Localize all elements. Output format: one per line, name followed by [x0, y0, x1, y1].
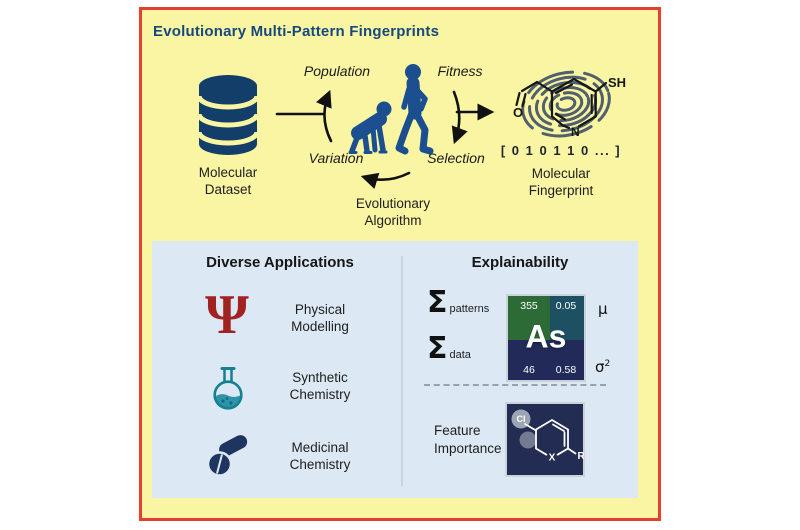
physical-line1: Physical: [294, 302, 346, 317]
cycle-caption-line1: Evolutionary: [355, 196, 431, 211]
feature-line2: Importance: [434, 440, 502, 456]
feature-molecule-icon: Cl X R: [511, 409, 586, 464]
mu-label: μ: [598, 300, 608, 318]
element-card-teal-quadrant: [550, 296, 584, 340]
feature-line1: Feature: [434, 423, 481, 438]
explainability-header: Explainability: [471, 254, 569, 271]
application-label-physical: Physical Modelling: [255, 302, 385, 335]
sigma-squared-label: σ2: [595, 358, 610, 376]
dashed-separator: [424, 384, 606, 386]
cycle-arrows: [275, 89, 495, 190]
figure-title: Evolutionary Multi-Pattern Fingerprints: [153, 23, 440, 40]
section-divider: [401, 256, 403, 486]
dataset-label-line1: Molecular: [198, 165, 258, 180]
element-card-bottom-right-value: 0.58: [555, 364, 577, 376]
element-card-top-right-value: 0.05: [555, 300, 577, 312]
fingerprint-whorl-icon: [521, 70, 611, 138]
fingerprint-bitstring: [ 0 1 0 1 1 0 ... ]: [500, 143, 622, 158]
flask-icon: [213, 367, 243, 410]
sigma-char: σ: [595, 358, 605, 376]
fingerprint-label-line2: Fingerprint: [528, 182, 594, 198]
sum-data: Σ data: [427, 331, 471, 366]
applications-header: Diverse Applications: [206, 254, 354, 271]
psi-icon: Ψ: [205, 284, 249, 346]
cycle-caption-line2: Algorithm: [364, 212, 422, 228]
cycle-label-fitness: Fitness: [437, 63, 483, 79]
synthetic-line1: Synthetic: [292, 370, 348, 385]
element-card-symbol: As: [525, 318, 567, 355]
application-label-synthetic: Synthetic Chemistry: [255, 370, 385, 403]
feature-importance-label: Feature Importance: [434, 422, 534, 457]
medicinal-line1: Medicinal: [291, 440, 349, 455]
fingerprint-molecule-icon: SH N O: [513, 70, 626, 139]
atom-label-o: O: [513, 105, 523, 120]
cycle-label-population: Population: [303, 63, 371, 79]
variation-to-population-arrow: [316, 89, 333, 143]
physical-line2: Modelling: [291, 318, 349, 334]
selection-to-variation-arrow: [360, 171, 411, 190]
pills-icon: [206, 433, 250, 477]
sigma-data-symbol: Σ: [427, 331, 448, 366]
feature-importance-card: Cl X R: [505, 402, 586, 477]
atom-label-x: X: [549, 453, 556, 464]
atom-label-sh: SH: [608, 75, 626, 90]
atom-label-r: R: [578, 451, 586, 462]
database-icon: [196, 75, 260, 155]
atom-label-n: N: [571, 125, 580, 139]
sigma-exponent: 2: [604, 359, 611, 369]
element-card: 355 0.05 46 0.58 As: [506, 294, 586, 382]
cycle-caption: Evolutionary Algorithm: [333, 196, 453, 229]
molecule-structure: [515, 77, 608, 130]
sum-patterns: Σ patterns: [427, 285, 490, 320]
dataset-label: Molecular Dataset: [168, 165, 288, 198]
human-icon: [395, 64, 434, 155]
element-card-top-left-value: 355: [520, 300, 538, 312]
synthetic-line2: Chemistry: [289, 386, 351, 402]
ape-icon: [348, 101, 392, 154]
atom-label-cl: Cl: [517, 414, 526, 424]
sigma-patterns-subscript: patterns: [449, 303, 490, 315]
sigma-data-subscript: data: [449, 349, 471, 361]
sigma-patterns-symbol: Σ: [427, 285, 448, 320]
dataset-label-line2: Dataset: [204, 181, 252, 197]
element-card-bottom-left-value: 46: [523, 364, 535, 376]
cycle-label-variation: Variation: [308, 150, 364, 166]
element-card-green-quadrant: [508, 296, 550, 340]
application-label-medicinal: Medicinal Chemistry: [255, 440, 385, 473]
fingerprint-label-line1: Molecular: [531, 166, 591, 181]
fingerprint-label: Molecular Fingerprint: [499, 166, 623, 199]
highlight-circle-2: [519, 431, 537, 449]
medicinal-line2: Chemistry: [289, 456, 351, 472]
cycle-label-selection: Selection: [427, 150, 485, 166]
fitness-to-selection-arrow: [451, 90, 468, 145]
